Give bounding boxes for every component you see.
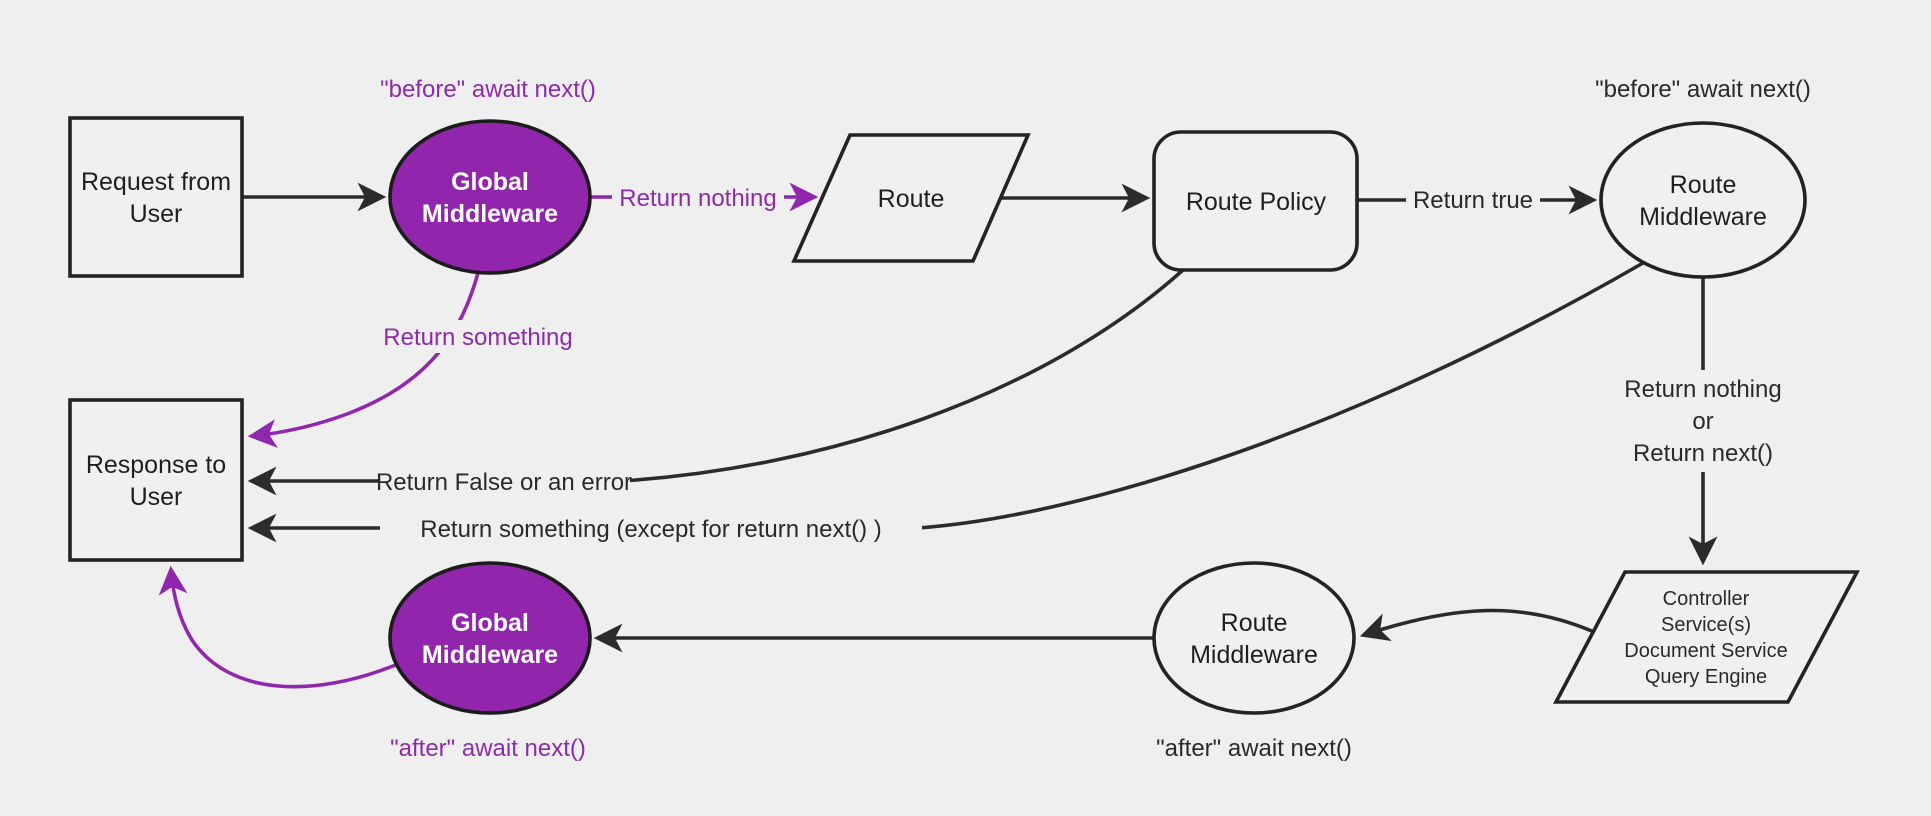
label-return-true: Return true [1413, 187, 1533, 214]
label-return-nothing-or-line2: or [1692, 408, 1713, 435]
route-middleware-top-label-line2: Middleware [1639, 203, 1767, 231]
controller-label-line2: Service(s) [1661, 614, 1751, 636]
response-to-user-box [68, 398, 244, 562]
node-response-to-user: Response to User [68, 398, 244, 562]
controller-label-line1: Controller [1663, 588, 1750, 610]
node-request-from-user: Request from User [68, 116, 244, 278]
label-bg-return-false [380, 464, 630, 498]
label-after-await-next-route: "after" await next() [1156, 735, 1352, 762]
request-from-user-label-line2: User [130, 200, 183, 228]
node-route-middleware-top: Route Middleware [1599, 121, 1807, 279]
node-route-policy: Route Policy [1152, 130, 1359, 272]
global-middleware-bottom-label-line1: Global [451, 609, 529, 637]
label-before-await-next-global: "before" await next() [380, 76, 596, 103]
edge-route-middleware-top-to-response [247, 261, 1644, 543]
route-middleware-top-ellipse [1599, 121, 1807, 279]
global-middleware-top-ellipse [388, 119, 592, 275]
route-parallelogram [791, 133, 1031, 263]
label-return-nothing-or-line1: Return nothing [1624, 376, 1781, 403]
node-global-middleware-bottom: Global Middleware [388, 561, 592, 715]
label-bg-return-true [1406, 182, 1540, 216]
request-from-user-label-line1: Request from [81, 168, 231, 196]
label-bg-return-something [384, 320, 574, 353]
label-bg-return-nothing [612, 180, 784, 214]
route-policy-box [1152, 130, 1359, 272]
response-to-user-label-line1: Response to [86, 451, 226, 479]
label-return-false-or-error: Return False or an error [376, 469, 632, 496]
node-route-middleware-bottom: Route Middleware [1152, 561, 1356, 715]
edge-route-policy-to-response [247, 268, 1185, 496]
edge-global-middleware-bottom-to-response [158, 565, 399, 689]
route-label: Route [878, 185, 945, 213]
label-return-nothing: Return nothing [619, 185, 776, 212]
global-middleware-bottom-ellipse [388, 561, 592, 715]
edge-controller-to-route-middleware-bottom [1359, 608, 1595, 642]
controller-services-parallelogram [1553, 570, 1860, 704]
controller-label-line4: Query Engine [1645, 666, 1767, 688]
global-middleware-top-label-line2: Middleware [422, 200, 558, 228]
request-from-user-box [68, 116, 244, 278]
node-global-middleware-top: Global Middleware [388, 119, 592, 275]
route-middleware-bottom-label-line2: Middleware [1190, 641, 1318, 669]
label-bg-return-nothing-or [1592, 370, 1814, 472]
node-controller-services: Controller Service(s) Document Service Q… [1553, 570, 1860, 704]
route-middleware-bottom-ellipse [1152, 561, 1356, 715]
route-middleware-bottom-label-line1: Route [1221, 609, 1288, 637]
label-return-nothing-or-line3: Return next() [1633, 440, 1773, 467]
label-return-something: Return something [383, 324, 572, 351]
controller-label-line3: Document Service [1624, 640, 1787, 662]
label-after-await-next-global: "after" await next() [390, 735, 586, 762]
global-middleware-top-label-line1: Global [451, 168, 529, 196]
node-route: Route [791, 133, 1031, 263]
global-middleware-bottom-label-line2: Middleware [422, 641, 558, 669]
response-to-user-label-line2: User [130, 483, 183, 511]
route-middleware-top-label-line1: Route [1670, 171, 1737, 199]
label-return-something-except: Return something (except for return next… [420, 516, 882, 543]
edge-global-middleware-top-to-response [247, 272, 480, 448]
label-bg-return-something-except [380, 511, 922, 545]
route-policy-label: Route Policy [1186, 188, 1327, 216]
label-before-await-next-route: "before" await next() [1595, 76, 1811, 103]
